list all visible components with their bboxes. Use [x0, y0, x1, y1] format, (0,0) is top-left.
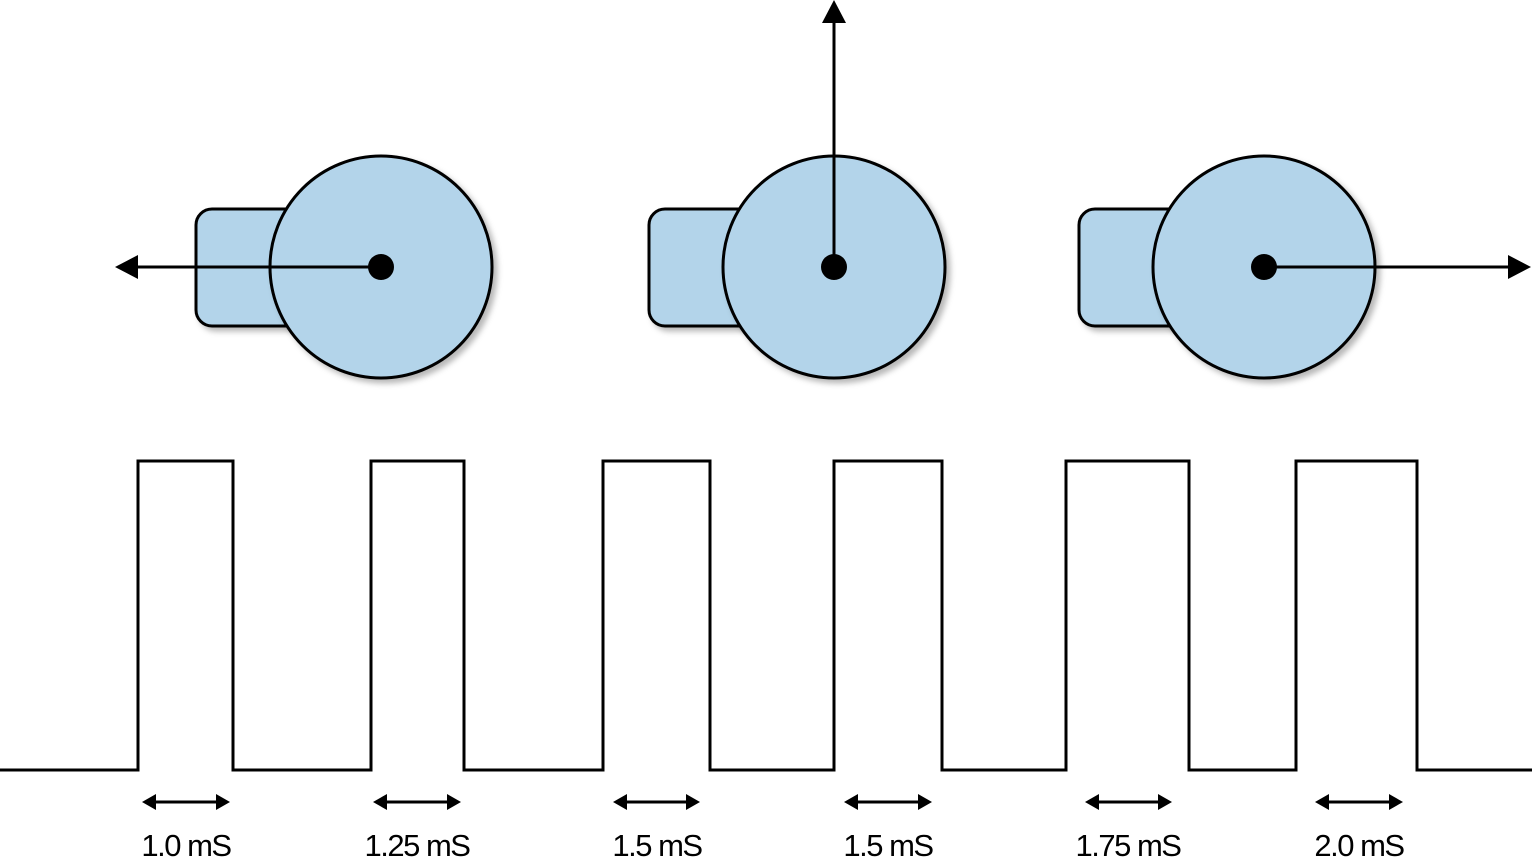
pulse-label-2: 1.25 mS	[365, 828, 471, 863]
servo-left	[115, 154, 494, 380]
pulse-width-arrows	[142, 794, 1403, 810]
pulse-label-4: 1.5 mS	[843, 828, 933, 863]
pulse-labels: 1.0 mS 1.25 mS 1.5 mS 1.5 mS 1.75 mS 2.0…	[141, 828, 1406, 863]
double-arrow-icon	[1315, 794, 1403, 810]
pulse-label-5: 1.75 mS	[1076, 828, 1182, 863]
pulse-label-6: 2.0 mS	[1314, 828, 1404, 863]
servo-center-pivot	[821, 254, 847, 280]
arrow-right-icon	[1508, 255, 1531, 279]
double-arrow-icon	[142, 794, 230, 810]
servo-center	[647, 0, 947, 380]
double-arrow-icon	[844, 794, 932, 810]
arrow-left-icon	[115, 255, 138, 279]
double-arrow-icon	[1085, 794, 1172, 810]
double-arrow-icon	[613, 794, 700, 810]
arrow-up-icon	[822, 0, 846, 23]
double-arrow-icon	[373, 794, 461, 810]
servo-right	[1077, 154, 1531, 380]
pulse-label-1: 1.0 mS	[141, 828, 231, 863]
pulse-label-3: 1.5 mS	[612, 828, 702, 863]
servo-left-pivot	[368, 254, 394, 280]
pwm-waveform	[0, 459, 1532, 772]
servo-right-pivot	[1251, 254, 1277, 280]
